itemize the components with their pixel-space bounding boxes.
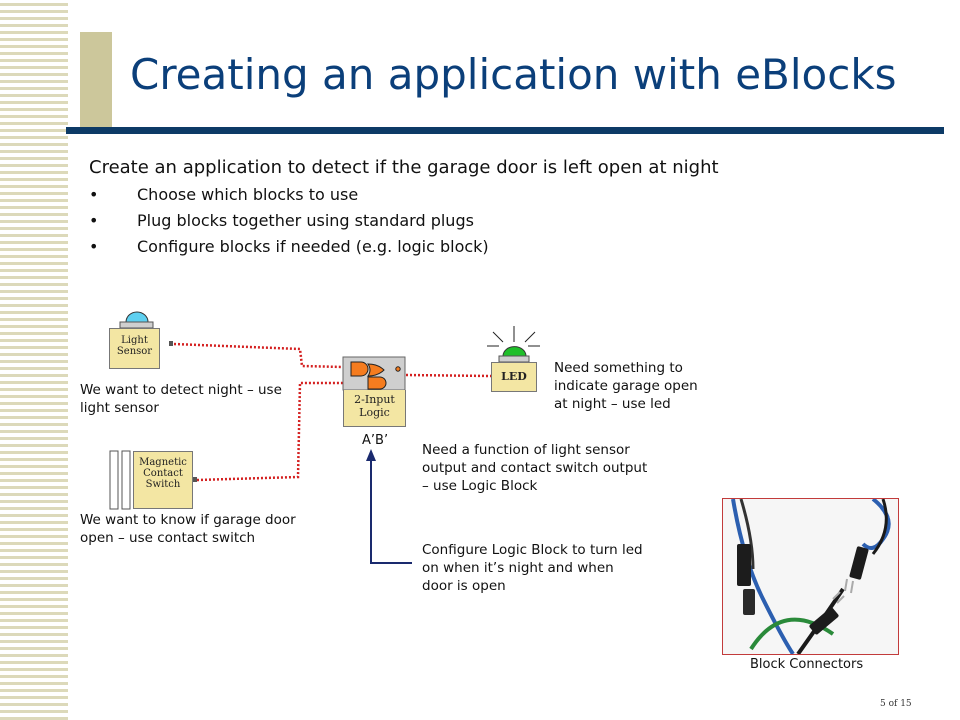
bullet-item: • Choose which blocks to use [89, 182, 489, 208]
light-sensor-block: Light Sensor [109, 328, 160, 369]
bullet-dot: • [89, 211, 99, 230]
title-underline-rule [66, 127, 944, 134]
or-gate-icon [367, 363, 385, 377]
led-ray [492, 331, 504, 343]
note-line: indicate garage open [554, 378, 698, 394]
photo-caption: Block Connectors [750, 657, 864, 672]
logic-expression: A’B’ [362, 433, 389, 448]
note-line: Configure Logic Block to turn led [422, 542, 643, 558]
decorative-stripe-band [0, 0, 68, 720]
block-connectors-photo [722, 498, 899, 655]
wire-logic-to-led [405, 373, 492, 378]
contact-switch-note: We want to know if garage door open – us… [80, 511, 296, 547]
note-line: We want to know if garage door [80, 512, 296, 528]
contact-switch-plug [193, 477, 197, 482]
bullet-text: Choose which blocks to use [137, 185, 359, 204]
led-bulb-icon [502, 346, 527, 357]
configure-arrowhead [366, 449, 376, 461]
bullet-text: Configure blocks if needed (e.g. logic b… [137, 237, 489, 256]
light-sensor-note: We want to detect night – use light sens… [80, 381, 282, 417]
bullet-item: • Plug blocks together using standard plu… [89, 208, 489, 234]
note-line: output and contact switch output [422, 460, 648, 476]
bullet-item: • Configure blocks if needed (e.g. logic … [89, 234, 489, 260]
configure-arrow-line [370, 460, 412, 564]
note-line: light sensor [80, 400, 159, 416]
magnet-bar-2 [121, 450, 131, 510]
bullet-text: Plug blocks together using standard plug… [137, 211, 474, 230]
connectors-illustration [731, 499, 891, 654]
magnet-bar-1 [109, 450, 119, 510]
logic-label-line2: Logic [359, 406, 390, 419]
light-sensor-label-line2: Sensor [116, 346, 153, 357]
note-line: – use Logic Block [422, 478, 538, 494]
led-note: Need something to indicate garage open a… [554, 359, 698, 413]
bullet-dot: • [89, 237, 99, 256]
led-block: LED [491, 362, 537, 392]
slide-title: Creating an application with eBlocks [130, 50, 897, 99]
note-line: open – use contact switch [80, 530, 256, 546]
note-line: Need something to [554, 360, 683, 376]
gate-icon-3 [367, 376, 387, 390]
light-sensor-plug [169, 341, 173, 346]
contact-switch-label-line3: Switch [145, 479, 181, 490]
contact-switch-block: Magnetic Contact Switch [133, 451, 193, 509]
logic-label-line1: 2-Input [354, 393, 395, 406]
led-label: LED [501, 370, 527, 383]
and-gate-icon [350, 361, 369, 377]
bullet-list: • Choose which blocks to use • Plug blocks… [89, 182, 489, 260]
lead-text: Create an application to detect if the g… [89, 157, 719, 178]
bullet-dot: • [89, 185, 99, 204]
note-line: Need a function of light sensor [422, 442, 630, 458]
contact-switch-label-line2: Contact [143, 468, 183, 479]
page-number: 5 of 15 [880, 699, 912, 709]
note-line: door is open [422, 578, 506, 594]
title-accent-block [80, 32, 112, 130]
inverter-bubble-icon [395, 366, 401, 372]
light-sensor-label-line1: Light [121, 335, 148, 346]
wire-switch-to-logic [196, 381, 343, 482]
note-line: at night – use led [554, 396, 671, 412]
logic-block: 2-Input Logic [343, 390, 406, 427]
logic-note: Need a function of light sensor output a… [422, 441, 647, 495]
configure-note: Configure Logic Block to turn led on whe… [422, 541, 643, 595]
note-line: on when it’s night and when [422, 560, 614, 576]
light-sensor-dome [125, 311, 149, 323]
contact-switch-label-line1: Magnetic [139, 457, 187, 468]
wire-light-to-logic [173, 342, 344, 369]
note-line: We want to detect night – use [80, 382, 282, 398]
led-ray [524, 331, 536, 343]
